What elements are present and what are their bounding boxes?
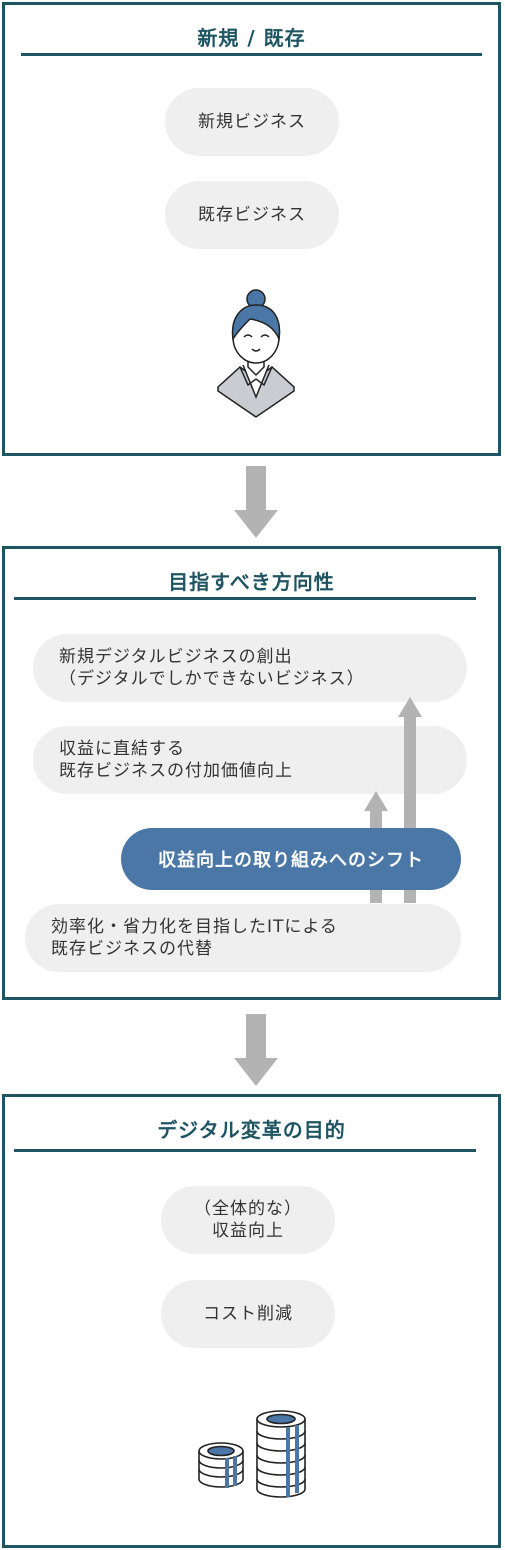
panel-title: デジタル変革の目的 [157, 1118, 346, 1142]
panel-dx-purpose: デジタル変革の目的 （全体的な） 収益向上 コスト削減 [2, 1094, 501, 1548]
down-arrow [234, 466, 278, 538]
panel-new-existing: 新規 / 既存 新規ビジネス 既存ビジネス [2, 2, 501, 456]
panel-title: 新規 / 既存 [197, 26, 306, 50]
businesswoman-illustration [217, 289, 295, 418]
shift-to-revenue-label: 収益向上の取り組みへのシフト [121, 828, 461, 890]
pill-new-digital-business: 新規デジタルビジネスの創出 （デジタルでしかできないビジネス） [33, 634, 467, 702]
pill-revenue-growth: （全体的な） 収益向上 [161, 1186, 335, 1254]
panel-direction: 目指すべき方向性 新規デジタルビジネスの創出 （デジタルでしかできないビジネス）… [2, 546, 501, 1000]
title-rule [21, 53, 482, 56]
pill-new-business: 新規ビジネス [165, 88, 339, 156]
title-rule [14, 1149, 476, 1152]
coin-stack-illustration [198, 1410, 306, 1498]
pill-it-replacement: 効率化・省力化を目指したITによる 既存ビジネスの代替 [25, 904, 461, 972]
pill-cost-reduction: コスト削減 [161, 1280, 335, 1348]
panel-title: 目指すべき方向性 [168, 570, 335, 594]
down-arrow [234, 1014, 278, 1086]
pill-existing-business: 既存ビジネス [165, 181, 339, 249]
title-rule [14, 597, 476, 600]
pill-value-added: 収益に直結する 既存ビジネスの付加価値向上 [33, 726, 467, 794]
